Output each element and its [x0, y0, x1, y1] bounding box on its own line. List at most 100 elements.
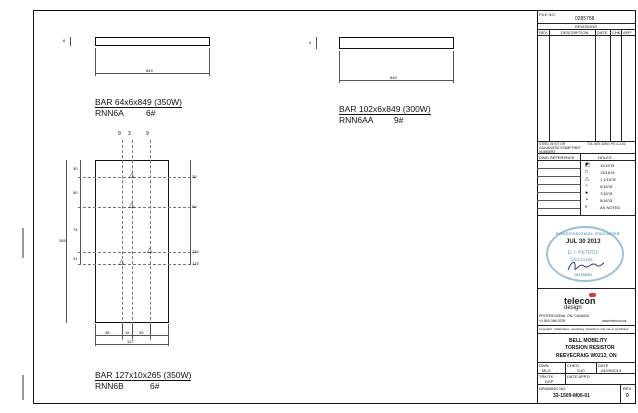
rev-col: CHK: [612, 30, 621, 35]
drawing-frame: [33, 10, 636, 404]
divider: [537, 362, 636, 363]
rev-label: REV.: [623, 386, 632, 391]
company-phone: +1 800 368 0235: [539, 319, 566, 323]
dim-left-label: 30: [73, 166, 78, 171]
dim-top-label: 9: [146, 131, 149, 137]
ref-row: [537, 176, 580, 177]
ref-row: [537, 184, 580, 185]
trk-value: EGP: [545, 379, 554, 384]
hole-as-noted-icon: ◐: [585, 204, 589, 210]
divider: [537, 215, 636, 216]
drawing-no: 33-1509-M06-01: [553, 393, 590, 399]
divider: [537, 153, 636, 154]
margin-mark-top: [22, 228, 24, 258]
ref-row: [537, 192, 580, 193]
part-code: RNN6B: [95, 381, 124, 391]
divider: [537, 325, 636, 326]
hole-square-icon: □: [585, 169, 589, 175]
dim-width-total: 127: [127, 339, 134, 344]
steel-note: STEEL SHOT OR GALVANIZED STAMP PART NUMB…: [539, 142, 581, 154]
hole-centerline: [78, 207, 196, 208]
divider: [537, 35, 636, 36]
dim-left-label: 74: [73, 227, 78, 232]
hole-centerline: [150, 140, 151, 340]
engineer-stamp: PROFESSIONAL ENGINEER JUL 30 2013 E. I. …: [546, 226, 624, 282]
holes-legend-item: 5/16"Ø: [600, 198, 613, 203]
divider: [549, 29, 550, 141]
copyright-note: Copyright - Fabrication, reworking, tran…: [539, 327, 628, 331]
dim-top-label: 3: [128, 131, 131, 137]
part-code: RNN6A: [95, 108, 124, 118]
hole-dot-icon: ●: [585, 190, 589, 196]
dim-ext-line: [168, 324, 169, 346]
chkd-label: CHK'D: [567, 363, 580, 368]
company-logo-sub: design: [564, 305, 582, 311]
dim-left-label: 31: [73, 256, 78, 261]
rev-col: DESCRIPTION: [561, 30, 589, 35]
stamp-ring-text: PROFESSIONAL ENGINEER: [556, 231, 620, 236]
divider: [537, 333, 636, 334]
dwg-reference-header: DWG REFERENCE: [539, 155, 575, 160]
project-name: TORSION RESISTOR: [565, 345, 615, 351]
dim-bottom-label: 48: [105, 330, 110, 335]
holes-legend-item: 1 1/16"Ø: [600, 177, 616, 182]
rev-col: REV: [539, 30, 548, 35]
holes-legend-item: 13/16"Ø: [600, 170, 615, 175]
ref-row: [537, 200, 580, 201]
hole-centerline: [78, 252, 196, 253]
dwn-label: DWN: [539, 363, 549, 368]
dim-line: [70, 37, 71, 46]
dim-bottom-label: 30: [139, 330, 144, 335]
stamp-name: E. I. PETROV: [568, 250, 599, 256]
hole-triangle-icon: △: [585, 176, 589, 182]
company-web: www.telecon.ca: [602, 319, 627, 323]
rev-col: APP: [623, 30, 632, 35]
dim-line: [190, 160, 191, 264]
ref-row: [537, 168, 580, 169]
dim-height-total: 265: [59, 238, 66, 243]
trk-label: TRK/TK: [539, 374, 554, 379]
revisions-header: REVISIONS: [575, 24, 597, 29]
ref-row: [537, 208, 580, 209]
drawing-no-label: DRAWING NO.: [539, 386, 567, 391]
dim-height-label: 6: [309, 40, 312, 45]
hole-centerline: [78, 264, 196, 265]
divider: [537, 288, 636, 289]
dim-ext-line: [453, 51, 454, 83]
dim-line: [95, 344, 168, 345]
dim-right-label: 175: [192, 261, 199, 266]
holes-legend-item: 11/16"Ø: [600, 163, 615, 168]
site-name: REEVECRAIG W0213, ON: [556, 353, 617, 359]
chkd-value: SJO: [577, 368, 585, 373]
part-code: RNN6AA: [339, 115, 374, 125]
divider: [580, 153, 581, 215]
holes-header: HOLES: [598, 155, 612, 160]
date-appd-label: DATE APP'D: [567, 374, 590, 379]
hole-centerline: [122, 140, 123, 340]
signature: [567, 261, 605, 271]
divider: [620, 384, 621, 404]
holes-legend-item: 7/16"Ø: [600, 191, 613, 196]
dim-line: [316, 37, 317, 49]
hole-centerline: [132, 140, 133, 340]
hole-small-dot-icon: •: [586, 197, 588, 203]
dim-line: [95, 335, 168, 336]
divider: [537, 160, 636, 161]
dwn-value: MLG: [542, 368, 551, 373]
rev-col: DATE: [597, 30, 608, 35]
hole-triangle-icon: △: [119, 259, 125, 266]
date-label: DATE: [598, 363, 609, 368]
part-label: BAR 64x6x849 (350W): [95, 97, 182, 108]
bar-rnn6a-elevation: [95, 37, 210, 46]
dim-ext-line: [339, 51, 340, 83]
part-label: BAR 127x10x265 (350W): [95, 370, 192, 381]
stamp-number: 100133165: [570, 257, 593, 262]
dim-top-label: 9: [118, 131, 121, 137]
dim-left-label: 50: [73, 190, 78, 195]
logo-accent: [589, 293, 596, 297]
dim-right-label: 80: [192, 204, 197, 209]
part-number: 6#: [150, 381, 160, 391]
divider: [537, 23, 636, 24]
part-label: BAR 102x6x849 (300W): [339, 104, 431, 115]
dim-line: [66, 160, 67, 323]
